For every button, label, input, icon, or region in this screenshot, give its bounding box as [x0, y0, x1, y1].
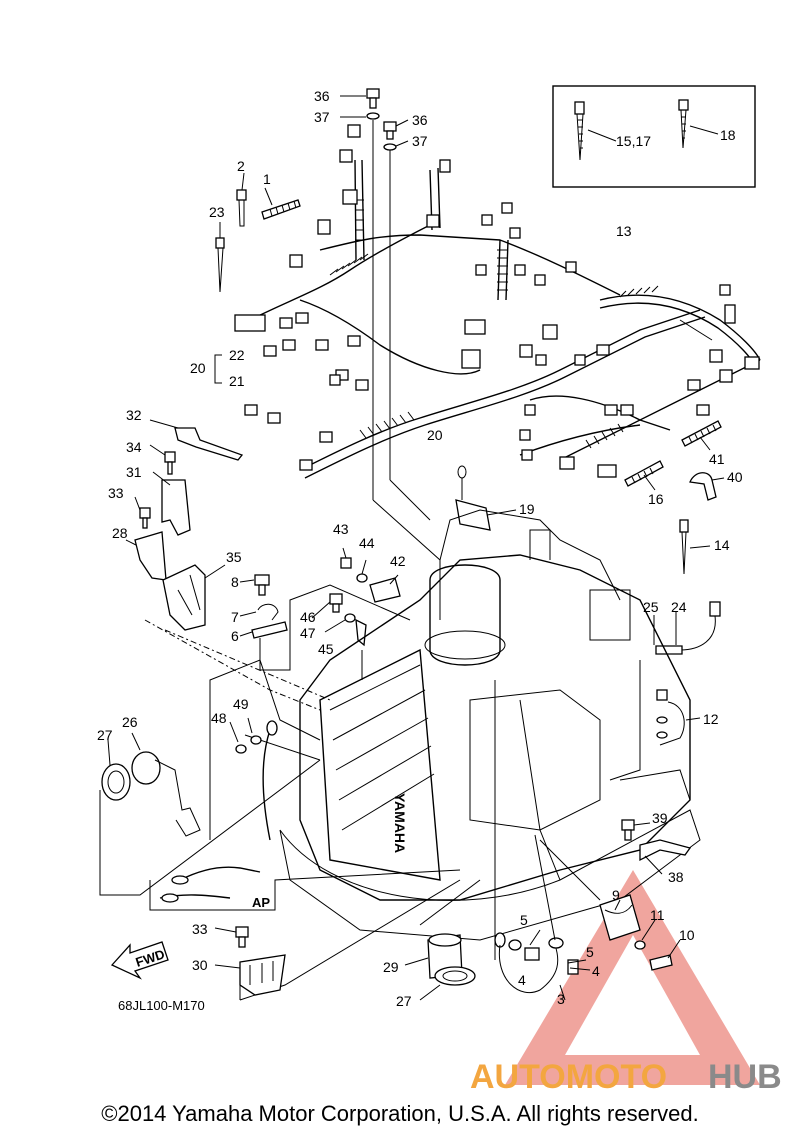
- callout-21: 21: [229, 373, 245, 389]
- diagram-code: 68JL100-M170: [118, 998, 205, 1013]
- callout-32: 32: [126, 407, 142, 423]
- sleeve-part: [215, 172, 301, 293]
- callout-28: 28: [112, 525, 128, 541]
- callout-5a: 5: [520, 912, 528, 928]
- callout-45: 45: [318, 641, 334, 657]
- callout-29: 29: [383, 959, 399, 975]
- sleeve-part: [624, 420, 725, 575]
- cable-tie-icon: [574, 101, 585, 161]
- callout-49: 49: [233, 696, 249, 712]
- callout-27a: 27: [97, 727, 113, 743]
- callout-14: 14: [714, 537, 730, 553]
- copyright-text: ©2014 Yamaha Motor Corporation, U.S.A. A…: [101, 1101, 699, 1126]
- engine-block: [279, 509, 701, 960]
- grommet-part: [101, 717, 262, 837]
- callout-37a: 37: [314, 109, 330, 125]
- callout-25: 25: [643, 599, 659, 615]
- callout-34: 34: [126, 439, 142, 455]
- small-parts: [239, 547, 411, 680]
- callout-13: 13: [616, 223, 632, 239]
- watermark-triangle-icon: [505, 870, 760, 1085]
- callout-3: 3: [557, 991, 565, 1007]
- grommet-part: [404, 933, 476, 1001]
- wire-harness: [234, 124, 761, 479]
- callout-11: 11: [650, 907, 665, 923]
- callout-41: 41: [709, 451, 725, 467]
- watermark-text: AUTOMOTO HUB: [470, 1058, 782, 1096]
- callout-20b: 20: [427, 427, 443, 443]
- callout-16: 16: [648, 491, 664, 507]
- callout-44: 44: [359, 535, 375, 551]
- callout-20a: 20: [190, 360, 206, 376]
- callout-36a: 36: [314, 88, 330, 104]
- watermark-text-a: AUTOMOTO: [470, 1058, 667, 1096]
- callout-46: 46: [300, 609, 316, 625]
- callout-12: 12: [703, 711, 719, 727]
- callout-33b: 33: [192, 921, 208, 937]
- callout-labels: 12344556789101112131415,1716181920202122…: [97, 88, 743, 1009]
- fwd-arrow-icon: FWD: [110, 941, 169, 980]
- callout-37b: 37: [412, 133, 428, 149]
- callout-4a: 4: [518, 972, 526, 988]
- callout-35: 35: [226, 549, 242, 565]
- inset-box: [552, 85, 756, 188]
- callout-23: 23: [209, 204, 225, 220]
- callout-4b: 4: [592, 963, 600, 979]
- callout-19: 19: [519, 501, 535, 517]
- small-parts: [455, 465, 721, 781]
- callout-24: 24: [671, 599, 687, 615]
- callout-5b: 5: [586, 944, 594, 960]
- callout-26: 26: [122, 714, 138, 730]
- ap-label: AP: [252, 895, 270, 910]
- callout-31: 31: [126, 464, 142, 480]
- callout-33a: 33: [108, 485, 124, 501]
- watermark-text-b: HUB: [708, 1058, 782, 1096]
- small-parts: [494, 819, 692, 1001]
- callout-15_17: 15,17: [616, 133, 651, 149]
- callout-18: 18: [720, 127, 736, 143]
- callout-30: 30: [192, 957, 208, 973]
- callout-48: 48: [211, 710, 227, 726]
- cable-tie-icon: [678, 99, 689, 149]
- callout-22: 22: [229, 347, 245, 363]
- callout-39: 39: [652, 810, 668, 826]
- callout-27b: 27: [396, 993, 412, 1009]
- callout-1: 1: [263, 171, 271, 187]
- callout-36b: 36: [412, 112, 428, 128]
- callout-42: 42: [390, 553, 406, 569]
- callout-43: 43: [333, 521, 349, 537]
- callout-38: 38: [668, 869, 684, 885]
- battery-cable: [159, 720, 278, 903]
- callout-10: 10: [679, 927, 695, 943]
- callout-9: 9: [612, 887, 620, 903]
- callout-47: 47: [300, 625, 316, 641]
- callout-40: 40: [727, 469, 743, 485]
- callout-8: 8: [231, 574, 239, 590]
- callout-2: 2: [237, 158, 245, 174]
- engine-brand-text: YAMAHA: [392, 793, 408, 853]
- watermark-logo: [505, 870, 760, 1085]
- callout-bracket: [214, 354, 222, 384]
- bracket-assembly: [214, 926, 286, 996]
- callout-7: 7: [231, 609, 239, 625]
- callout-6: 6: [231, 628, 239, 644]
- bracket-assembly: [125, 419, 331, 711]
